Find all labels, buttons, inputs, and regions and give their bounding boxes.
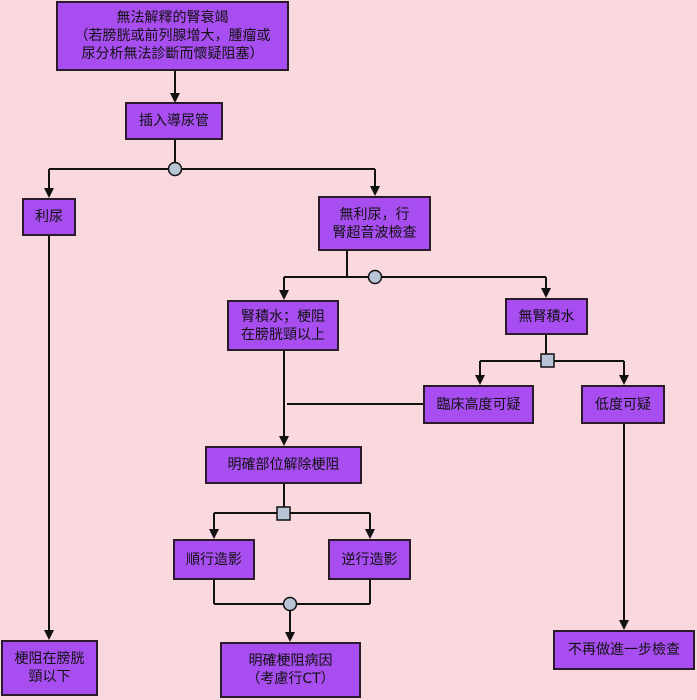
node-low-suspicion: 低度可疑 xyxy=(581,385,665,424)
node-no-hydronephrosis: 無腎積水 xyxy=(505,298,588,335)
node-unexplained-renal-failure: 無法解釋的腎衰竭 （若膀胱或前列腺增大，腫瘤或 尿分析無法診斷而懷疑阻塞） xyxy=(56,1,289,71)
junction-circle-2 xyxy=(367,269,383,285)
node-retrograde-imaging: 逆行造影 xyxy=(328,539,411,580)
node-antegrade-imaging: 順行造影 xyxy=(173,539,255,580)
node-insert-catheter: 插入導尿管 xyxy=(125,102,223,140)
node-diuresis: 利尿 xyxy=(22,198,76,236)
node-determine-cause: 明確梗阻病因 （考慮行CT） xyxy=(220,642,361,698)
node-high-clinical-suspicion: 臨床高度可疑 xyxy=(423,385,534,424)
node-locate-relieve-obstruction: 明確部位解除梗阻 xyxy=(205,446,362,484)
node-no-further-workup: 不再做進一步檢查 xyxy=(553,630,695,670)
junction-circle-3 xyxy=(282,596,298,612)
junction-circle-1 xyxy=(167,161,183,177)
junction-square-2 xyxy=(276,506,291,521)
node-no-diuresis-ultrasound: 無利尿，行 腎超音波檢查 xyxy=(318,196,431,251)
junction-square-1 xyxy=(540,353,555,368)
node-obstruction-below-bladder-neck: 梗阻在膀胱 頸以下 xyxy=(1,640,98,696)
node-hydronephrosis-obstruction: 腎積水；梗阻 在膀胱頸以上 xyxy=(227,300,339,351)
